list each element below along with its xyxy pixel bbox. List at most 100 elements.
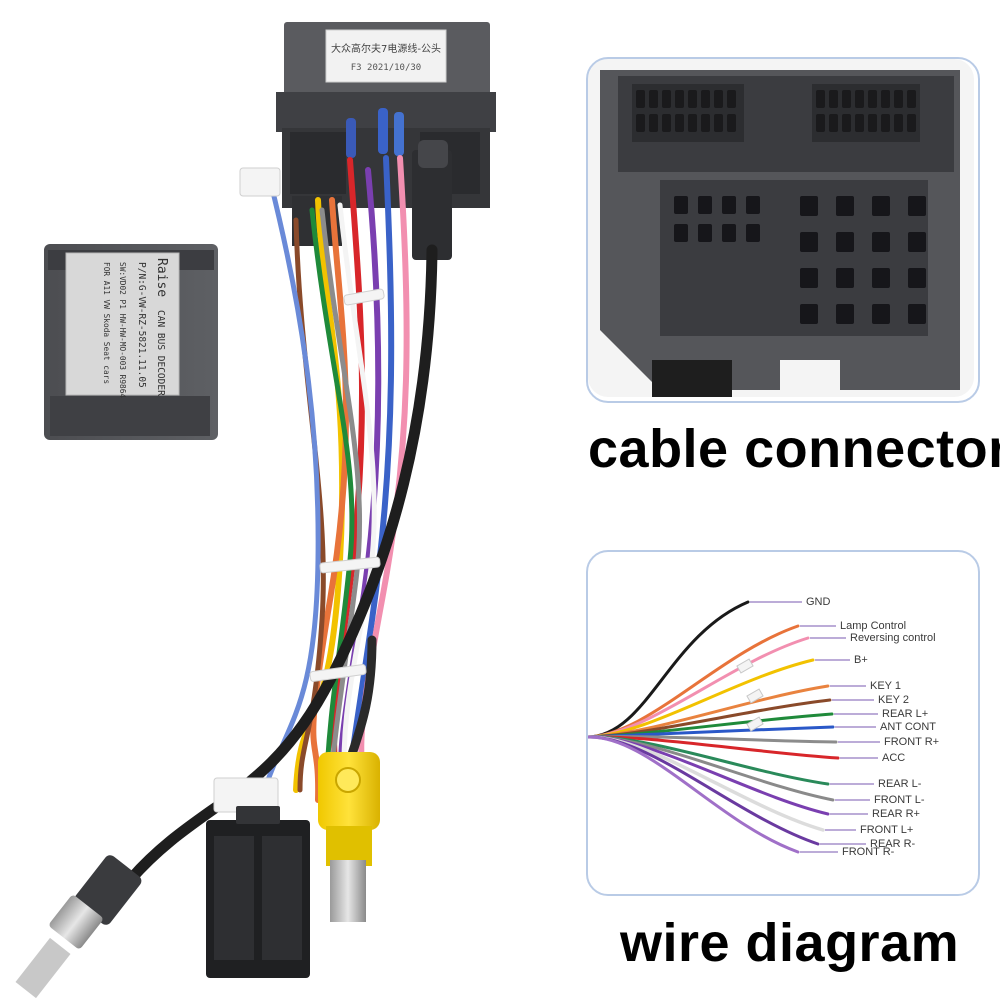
connector-label-line1: 大众高尔夫7电源线-公头	[331, 42, 441, 55]
connector-pin-slot	[649, 90, 658, 108]
decoder-date-code: 21.11.05	[136, 342, 147, 388]
wire-label: REAR L+	[882, 708, 929, 720]
connector-pin-slot	[908, 304, 926, 324]
wire-label: KEY 1	[870, 680, 901, 692]
radio-harness-plug	[206, 806, 310, 978]
connector-pin-slot	[908, 196, 926, 216]
connector-pin-slot	[688, 90, 697, 108]
connector-pin-slot	[636, 114, 645, 132]
connector-pin-slot	[816, 90, 825, 108]
connector-pin-slot	[675, 114, 684, 132]
wire-label: Lamp Control	[840, 620, 907, 632]
connector-pin-slot	[872, 268, 890, 288]
connector-pin-slot	[714, 114, 723, 132]
connector-pin-slot	[649, 114, 658, 132]
wire-label: FRONT R-	[842, 846, 895, 858]
connector-pin-slot	[722, 196, 736, 214]
decoder-software: SW:VD02 P1 HW-HW-MO-003 R9864	[118, 262, 127, 398]
wire-label: REAR R-	[870, 838, 916, 850]
canbus-decoder-module	[44, 244, 218, 440]
connector-pin-slot	[800, 196, 818, 216]
wire-label: FRONT L-	[874, 794, 925, 806]
decoder-part-number: P/N:G-VW-RZ-58	[136, 262, 147, 342]
connector-pin-slot	[829, 90, 838, 108]
connector-pin-slot	[868, 90, 877, 108]
connector-pin-slot	[746, 224, 760, 242]
connector-pin-slot	[836, 268, 854, 288]
connector-pin-slot	[674, 196, 688, 214]
connector-pin-slot	[868, 114, 877, 132]
wire-label: REAR R+	[872, 808, 920, 820]
decoder-fit: FOR A11 VW Skoda Seat cars	[102, 262, 111, 384]
connector-label	[325, 29, 447, 83]
wire-label: KEY 2	[878, 694, 909, 706]
wire-label: Reversing control	[850, 632, 936, 644]
cable-ties	[309, 288, 385, 682]
connector-pin-slot	[836, 304, 854, 324]
connector-pin-slot	[907, 114, 916, 132]
connector-pin-slot	[872, 232, 890, 252]
connector-pin-slot	[727, 114, 736, 132]
connector-pin-slot	[816, 114, 825, 132]
wire-harness	[124, 155, 438, 886]
wire-line	[588, 712, 834, 739]
connector-pin-slot	[727, 90, 736, 108]
connector-pin-slot	[714, 90, 723, 108]
connector-pin-slot	[800, 304, 818, 324]
connector-pin-slot	[688, 114, 697, 132]
wire-line	[588, 735, 825, 832]
cable-tie	[746, 716, 764, 732]
connector-pin-slot	[836, 196, 854, 216]
wire-label: B+	[854, 654, 868, 666]
connector-pin-slot	[662, 90, 671, 108]
wire-label: FRONT R+	[884, 736, 940, 748]
decoder-label	[65, 252, 180, 396]
wire-diagram-graphic	[588, 600, 880, 854]
connector-pin-slot	[698, 224, 712, 242]
cable-tie	[736, 658, 754, 674]
connector-pin-slot	[701, 114, 710, 132]
connector-pin-slot	[907, 90, 916, 108]
connector-pin-slot	[674, 224, 688, 242]
wire-label: ANT CONT	[880, 721, 937, 733]
connector-pin-slot	[855, 90, 864, 108]
connector-pin-slot	[722, 224, 736, 242]
connector-pin-slot	[800, 268, 818, 288]
wire-label: FRONT L+	[860, 824, 914, 836]
connector-pin-slot	[881, 114, 890, 132]
connector-pin-slot	[701, 90, 710, 108]
connector-pin-slot	[800, 232, 818, 252]
decoder-title: CAN BUS DECODER	[155, 310, 166, 396]
connector-pin-slot	[894, 90, 903, 108]
connector-pin-slot	[746, 196, 760, 214]
connector-pin-slot	[836, 232, 854, 252]
connector-pin-slot	[881, 90, 890, 108]
cable-connector-caption: cable connector	[588, 419, 1000, 479]
connector-pin-slot	[908, 268, 926, 288]
wire-label: REAR L-	[878, 778, 922, 790]
cable-tie	[746, 688, 764, 704]
connector-pin-slot	[675, 90, 684, 108]
decoder-brand: Raise	[154, 258, 169, 297]
wire-label: ACC	[882, 752, 906, 764]
connector-pin-slot	[908, 232, 926, 252]
connector-pin-slot	[872, 304, 890, 324]
wire-label: GND	[806, 596, 831, 608]
white-plug-connectors	[213, 167, 281, 813]
wire-line	[588, 735, 830, 816]
connector-pin-slot	[662, 114, 671, 132]
wire-diagram-caption: wire diagram	[620, 913, 960, 973]
connector-pin-slot	[829, 114, 838, 132]
connector-pin-slot	[872, 196, 890, 216]
rca-camera-plug	[318, 752, 380, 922]
connector-pin-slot	[698, 196, 712, 214]
wire-line	[588, 735, 800, 854]
connector-label-line2: F3 2021/10/30	[351, 63, 421, 73]
connector-pin-slot	[842, 114, 851, 132]
connector-pin-slot	[894, 114, 903, 132]
antenna-plug	[15, 855, 142, 999]
connector-pin-slot	[842, 90, 851, 108]
